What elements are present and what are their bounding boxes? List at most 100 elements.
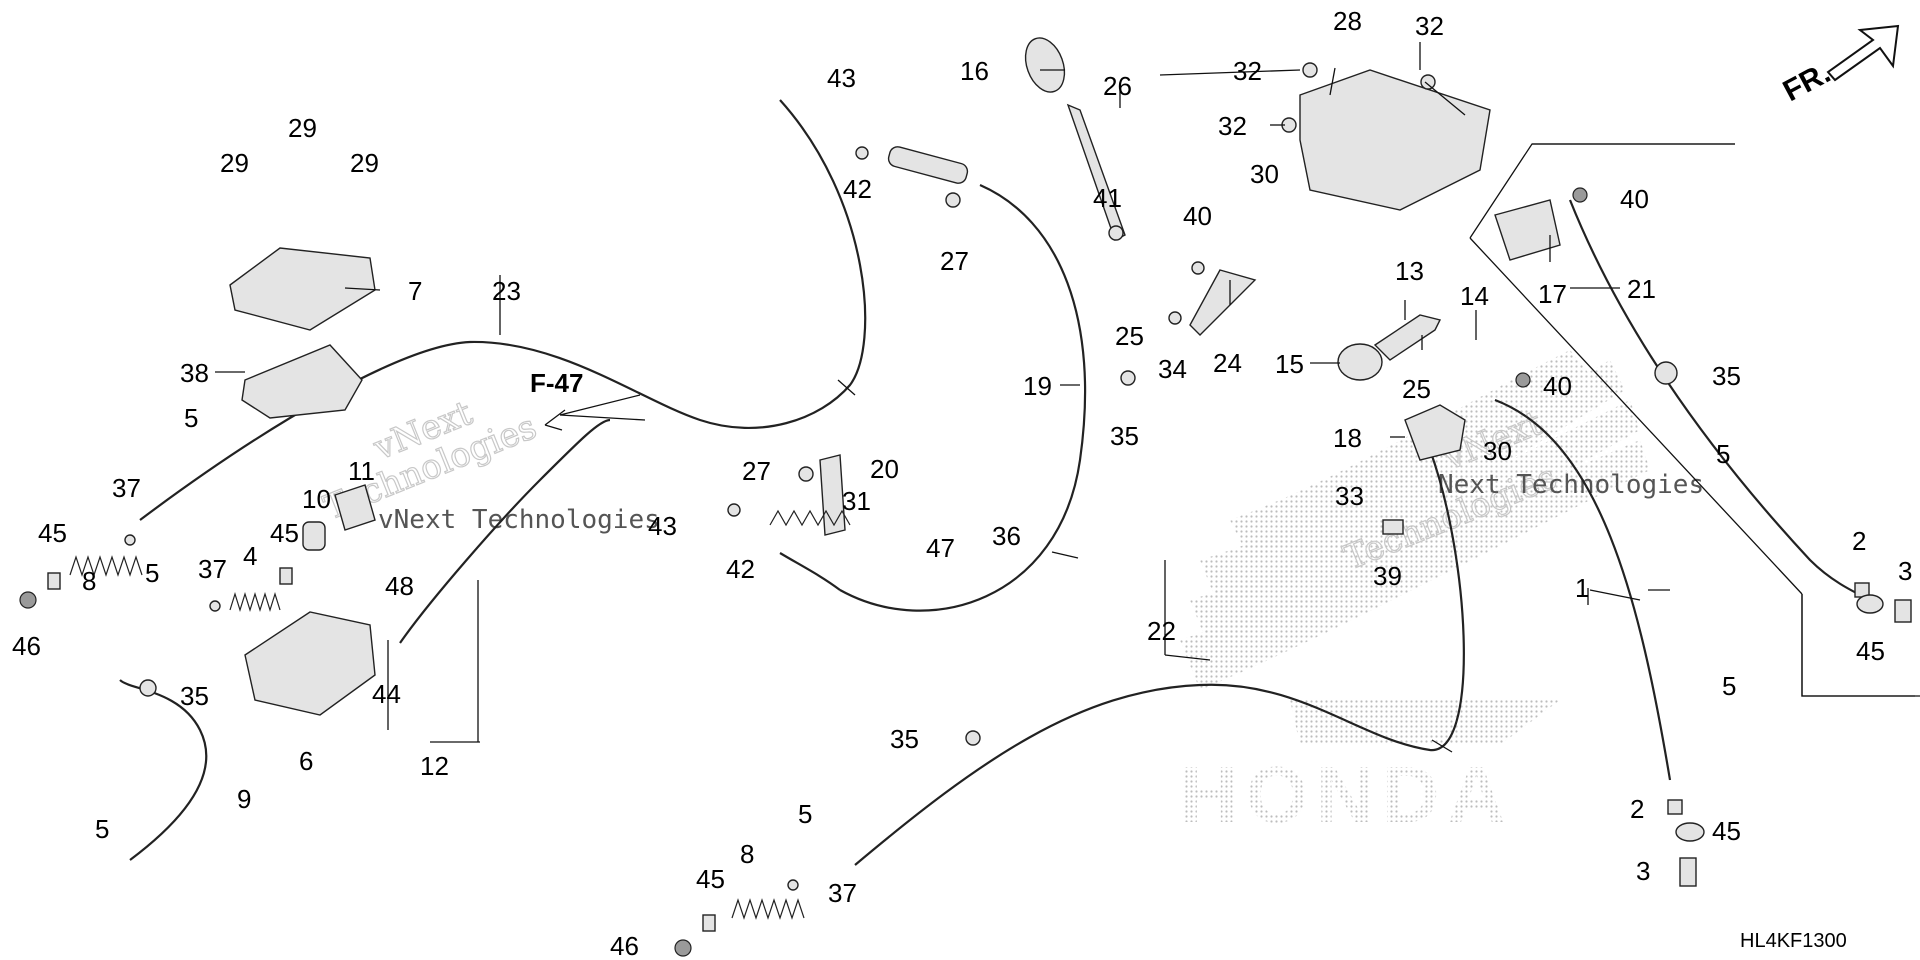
callout-labels: 1 2 2 3 3 4 5 5 5 5 5 5 6 7 8 8 9 10 11 … [12, 6, 1912, 960]
spring-4 [229, 591, 281, 613]
callout-45: 45 [696, 864, 725, 894]
callout-10: 10 [302, 484, 331, 514]
callout-5: 5 [798, 799, 812, 829]
part-35-clip-r [1654, 361, 1678, 385]
callout-40: 40 [1543, 371, 1572, 401]
callout-32: 32 [1218, 111, 1247, 141]
callout-33: 33 [1335, 481, 1364, 511]
callout-5: 5 [184, 403, 198, 433]
callout-3: 3 [1636, 856, 1650, 886]
part-3-pin-lower [1679, 857, 1697, 887]
part-42-washer [855, 146, 869, 160]
part-34-nut [1168, 311, 1182, 325]
part-15-knob [1337, 343, 1383, 381]
callout-8: 8 [740, 839, 754, 869]
part-41-nut [1108, 225, 1124, 241]
cable-12 [399, 418, 611, 644]
part-37-washer-bottom [787, 879, 799, 891]
figure-reference: F-47 [530, 368, 646, 431]
callout-11: 11 [348, 456, 375, 486]
callout-22: 22 [1147, 616, 1176, 646]
part-39-pad [1382, 519, 1404, 535]
callout-3: 3 [1898, 556, 1912, 586]
callout-32: 32 [1233, 56, 1262, 86]
watermark-primary: vNext Technologies [378, 505, 660, 535]
callout-35: 35 [180, 681, 209, 711]
callout-37: 37 [198, 554, 227, 584]
front-indicator: FR. [1778, 56, 1836, 108]
callout-28: 28 [1333, 6, 1362, 36]
leader-lines [215, 42, 1670, 743]
callout-14: 14 [1460, 281, 1489, 311]
callout-29: 29 [350, 148, 379, 178]
part-6-box [244, 611, 376, 716]
callout-7: 7 [408, 276, 422, 306]
part-10-holder [302, 521, 326, 551]
part-40-nut [1191, 261, 1205, 275]
part-27-nut-b [798, 466, 814, 482]
cable-20-end [779, 552, 841, 591]
part-35-clip-m [1120, 370, 1136, 386]
honda-brand-text: HONDA [1180, 750, 1513, 839]
cable-1 [1494, 398, 1672, 781]
inset-frame-lines [1469, 143, 1915, 697]
callout-30: 30 [1483, 436, 1512, 466]
callout-45: 45 [1712, 816, 1741, 846]
callout-31: 31 [842, 486, 871, 516]
part-18-bracket [1404, 404, 1466, 461]
cable-21 [1568, 199, 1871, 601]
part-45-cap-bottom [702, 914, 716, 932]
callout-42: 42 [726, 554, 755, 584]
callout-23: 23 [492, 276, 521, 306]
callout-5: 5 [145, 558, 159, 588]
callout-25: 25 [1115, 321, 1144, 351]
part-45-cap-lower [1675, 822, 1705, 842]
callout-45: 45 [1856, 636, 1885, 666]
callout-13: 13 [1395, 256, 1424, 286]
honda-wing-logo: HONDA [1180, 350, 1650, 839]
spring-8-bottom [731, 898, 805, 920]
callout-2: 2 [1852, 526, 1866, 556]
callout-16: 16 [960, 56, 989, 86]
part-46-nut [19, 591, 37, 609]
callout-6: 6 [299, 746, 313, 776]
part-45-cap-2 [279, 567, 293, 585]
part-17-clip [1494, 199, 1561, 261]
front-direction-arrow: FR. [1778, 24, 1900, 108]
callout-38: 38 [180, 358, 209, 388]
fasteners [19, 62, 1912, 957]
part-40-nut-c [1515, 372, 1531, 388]
part-11-clamp [334, 484, 376, 531]
part-28-bracket [1299, 69, 1491, 211]
callout-12: 12 [420, 751, 449, 781]
callout-36: 36 [992, 521, 1021, 551]
callout-40: 40 [1183, 201, 1212, 231]
callout-21: 21 [1627, 274, 1656, 304]
callout-5: 5 [1716, 439, 1730, 469]
part-16-knob [1024, 37, 1066, 93]
callout-44: 44 [372, 679, 401, 709]
callout-27: 27 [940, 246, 969, 276]
callout-35: 35 [890, 724, 919, 754]
part-3-pin-upper [1894, 599, 1912, 623]
callout-48: 48 [385, 571, 414, 601]
callout-40: 40 [1620, 184, 1649, 214]
callout-47: 47 [926, 533, 955, 563]
part-13-lever [1373, 314, 1442, 361]
callout-19: 19 [1023, 371, 1052, 401]
callout-32: 32 [1415, 11, 1444, 41]
part-32-nut-c [1420, 74, 1436, 90]
callout-30: 30 [1250, 159, 1279, 189]
callout-27: 27 [742, 456, 771, 486]
figure-ref-label[interactable]: F-47 [530, 368, 583, 398]
callout-25: 25 [1402, 374, 1431, 404]
callout-46: 46 [12, 631, 41, 661]
springs [69, 509, 851, 920]
part-45-cap [47, 572, 61, 590]
callout-41: 41 [1093, 183, 1122, 213]
part-45-cap-upper [1856, 594, 1884, 614]
callout-29: 29 [220, 148, 249, 178]
spring-8-left [69, 555, 143, 577]
callout-5: 5 [1722, 671, 1736, 701]
spring-20-cable [769, 509, 851, 527]
